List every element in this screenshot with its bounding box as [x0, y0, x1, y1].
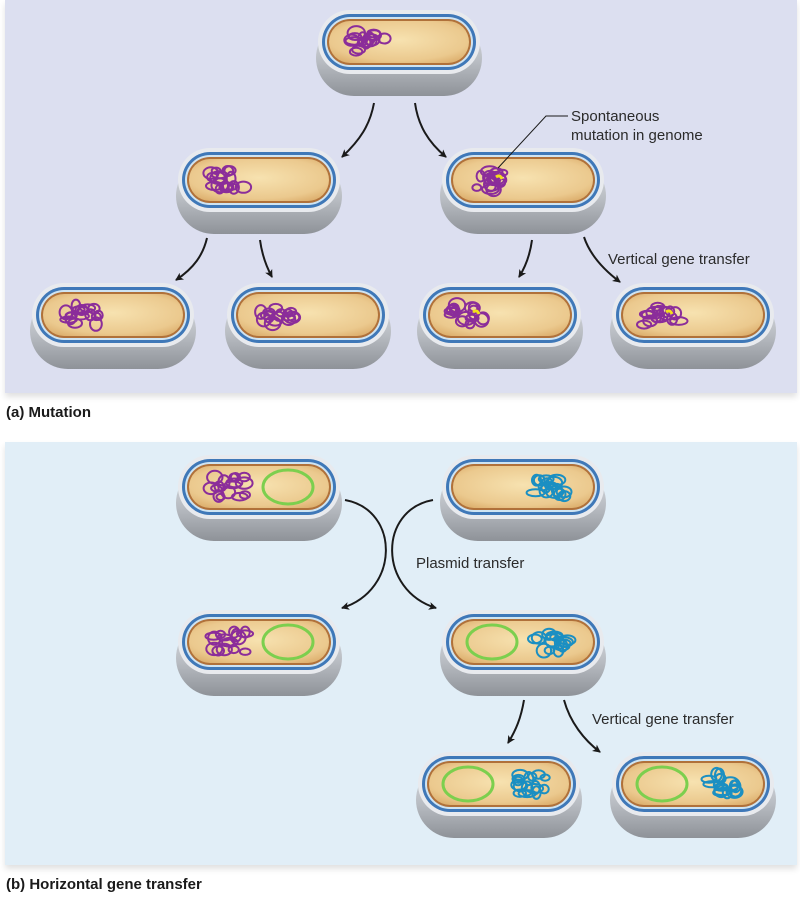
mutation-marker	[472, 309, 481, 315]
arrow-gen1-left-a	[175, 237, 208, 281]
arrow-vertical-b-right	[563, 699, 601, 753]
cytoplasm	[43, 294, 183, 336]
label-spontaneous-mutation: Spontaneous mutation in genome	[571, 107, 703, 145]
arrow-plasmid-transfer-2	[391, 499, 437, 610]
label-vertical-gene-transfer-b: Vertical gene transfer	[592, 711, 734, 728]
mutation-marker	[495, 174, 504, 180]
cell-donor-after	[176, 610, 342, 696]
cell-parent	[316, 10, 482, 96]
plasmid	[441, 765, 495, 803]
chromosome-blue	[527, 627, 577, 659]
cytoplasm	[623, 294, 763, 336]
arrow-gen1-right-b	[583, 236, 621, 283]
cell-gen2-4	[610, 283, 776, 369]
chromosome-purple	[254, 302, 302, 332]
chromosome-purple	[58, 298, 104, 332]
cell-recipient-after	[440, 610, 606, 696]
chromosome-blue	[525, 473, 573, 503]
arrow-gen1-left-b	[259, 239, 273, 278]
chromosome-purple	[636, 301, 689, 330]
cell-gen2-1	[30, 283, 196, 369]
arrow-gen1-right-a	[518, 239, 533, 278]
arrow-vertical-b-left	[507, 699, 525, 744]
mutation-marker	[665, 309, 674, 315]
chromosome-blue	[510, 768, 551, 800]
chromosome-purple	[204, 625, 255, 657]
plasmid	[261, 468, 315, 506]
label-plasmid-transfer: Plasmid transfer	[416, 555, 525, 572]
chromosome-blue	[700, 766, 744, 800]
label-vertical-gene-transfer-a: Vertical gene transfer	[608, 251, 750, 268]
arrow-division-left	[341, 102, 375, 158]
cell-offspring-2	[610, 752, 776, 838]
chromosome-purple	[202, 165, 253, 195]
label-mutation-line-1: Spontaneous	[571, 108, 660, 125]
mutation-leader-line	[497, 115, 568, 169]
chromosome-purple	[202, 469, 254, 503]
chromosome-purple	[471, 165, 509, 198]
plasmid	[261, 623, 315, 661]
cell-gen1-right	[440, 148, 606, 234]
cell-donor	[176, 455, 342, 541]
arrow-plasmid-transfer-1	[341, 499, 387, 610]
caption-horizontal-gene-transfer: (b) Horizontal gene transfer	[6, 876, 202, 893]
arrow-division-right	[414, 102, 447, 158]
plasmid	[635, 765, 689, 803]
cell-recipient	[440, 455, 606, 541]
cytoplasm	[453, 159, 593, 201]
plasmid	[465, 623, 519, 661]
chromosome-purple	[343, 25, 392, 57]
cytoplasm	[453, 466, 593, 508]
cytoplasm	[623, 763, 763, 805]
cell-offspring-1	[416, 752, 582, 838]
cytoplasm	[429, 763, 569, 805]
caption-mutation: (a) Mutation	[6, 404, 91, 421]
cell-gen2-2	[225, 283, 391, 369]
label-mutation-line-2: mutation in genome	[571, 127, 703, 144]
cell-gen2-3	[417, 283, 583, 369]
cell-gen1-left	[176, 148, 342, 234]
